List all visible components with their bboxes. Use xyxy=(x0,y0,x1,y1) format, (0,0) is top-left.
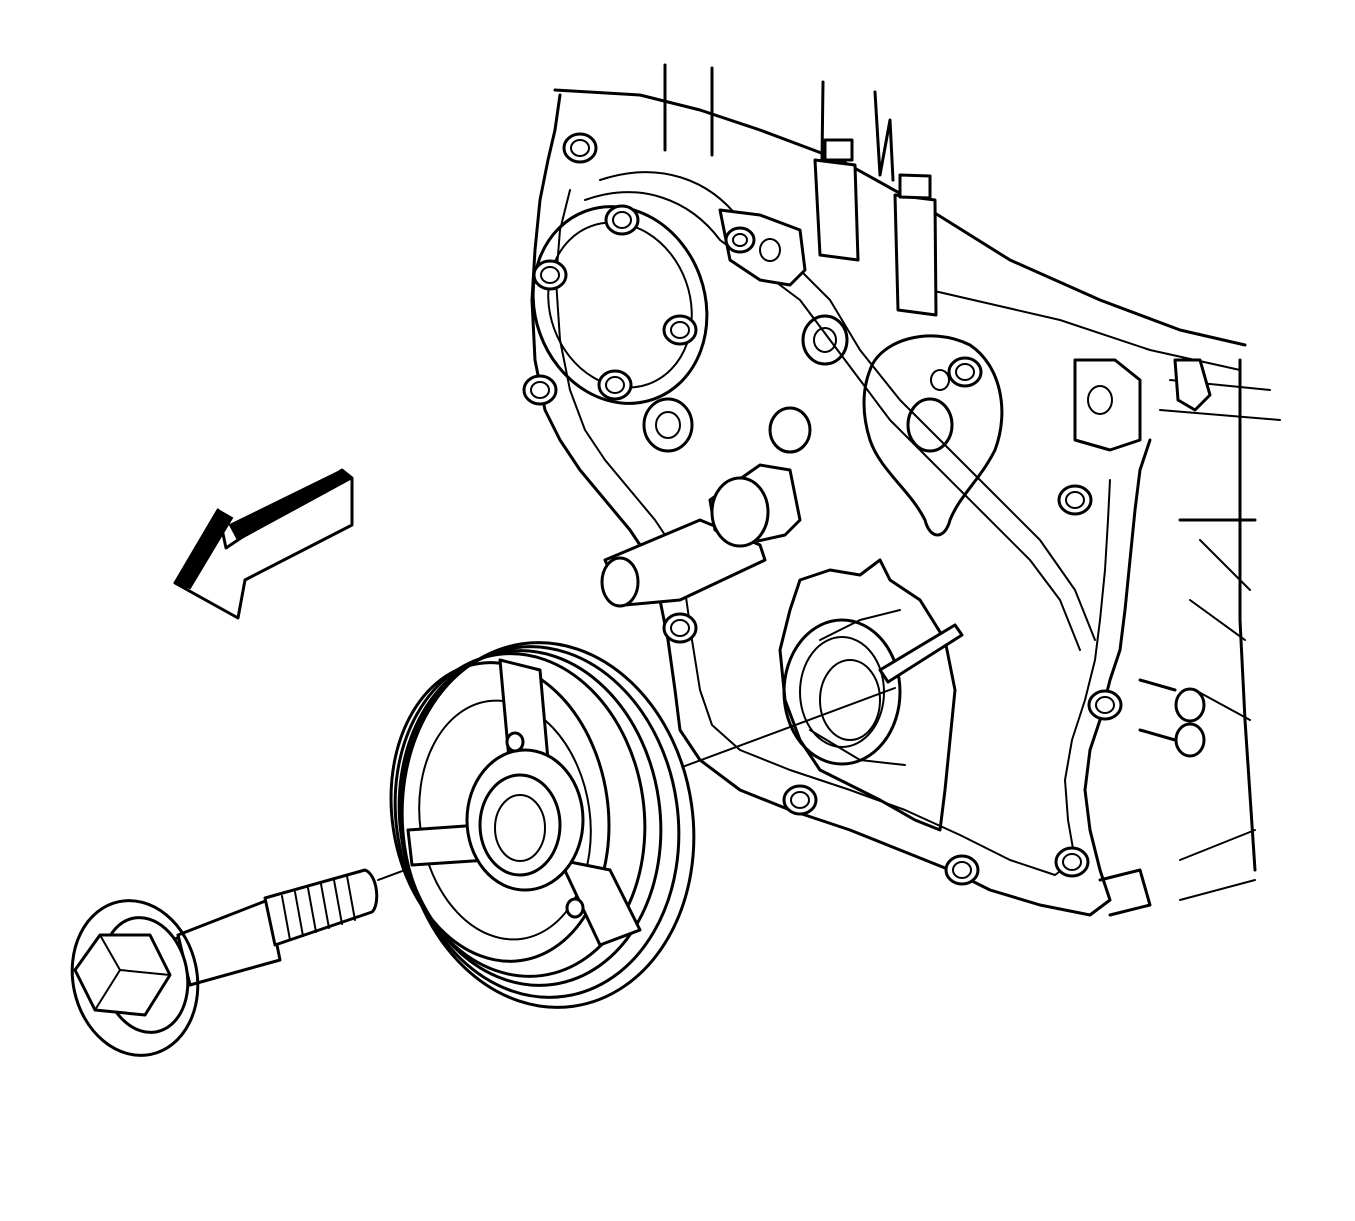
cover-bolt xyxy=(944,854,980,886)
cover-bolt xyxy=(522,374,558,406)
cover-bolt xyxy=(562,132,598,164)
crankshaft-balancer xyxy=(389,641,696,1009)
cover-bolt xyxy=(782,784,818,816)
cover-bolt xyxy=(1054,846,1090,878)
engine-front-cover xyxy=(522,63,1281,917)
cover-bolt xyxy=(532,259,568,291)
cover-bolt xyxy=(947,356,983,388)
cover-bolt xyxy=(1057,484,1093,516)
cover-bolt xyxy=(604,204,640,236)
balancer-bolt xyxy=(70,868,379,1057)
cover-bolt xyxy=(724,226,756,254)
cover-bolt xyxy=(597,369,633,401)
arrow-left-icon xyxy=(173,468,354,620)
cover-bolts xyxy=(522,132,1123,886)
cover-bolt xyxy=(1087,689,1123,721)
cover-bolt xyxy=(662,314,698,346)
cover-bolt xyxy=(662,612,698,644)
